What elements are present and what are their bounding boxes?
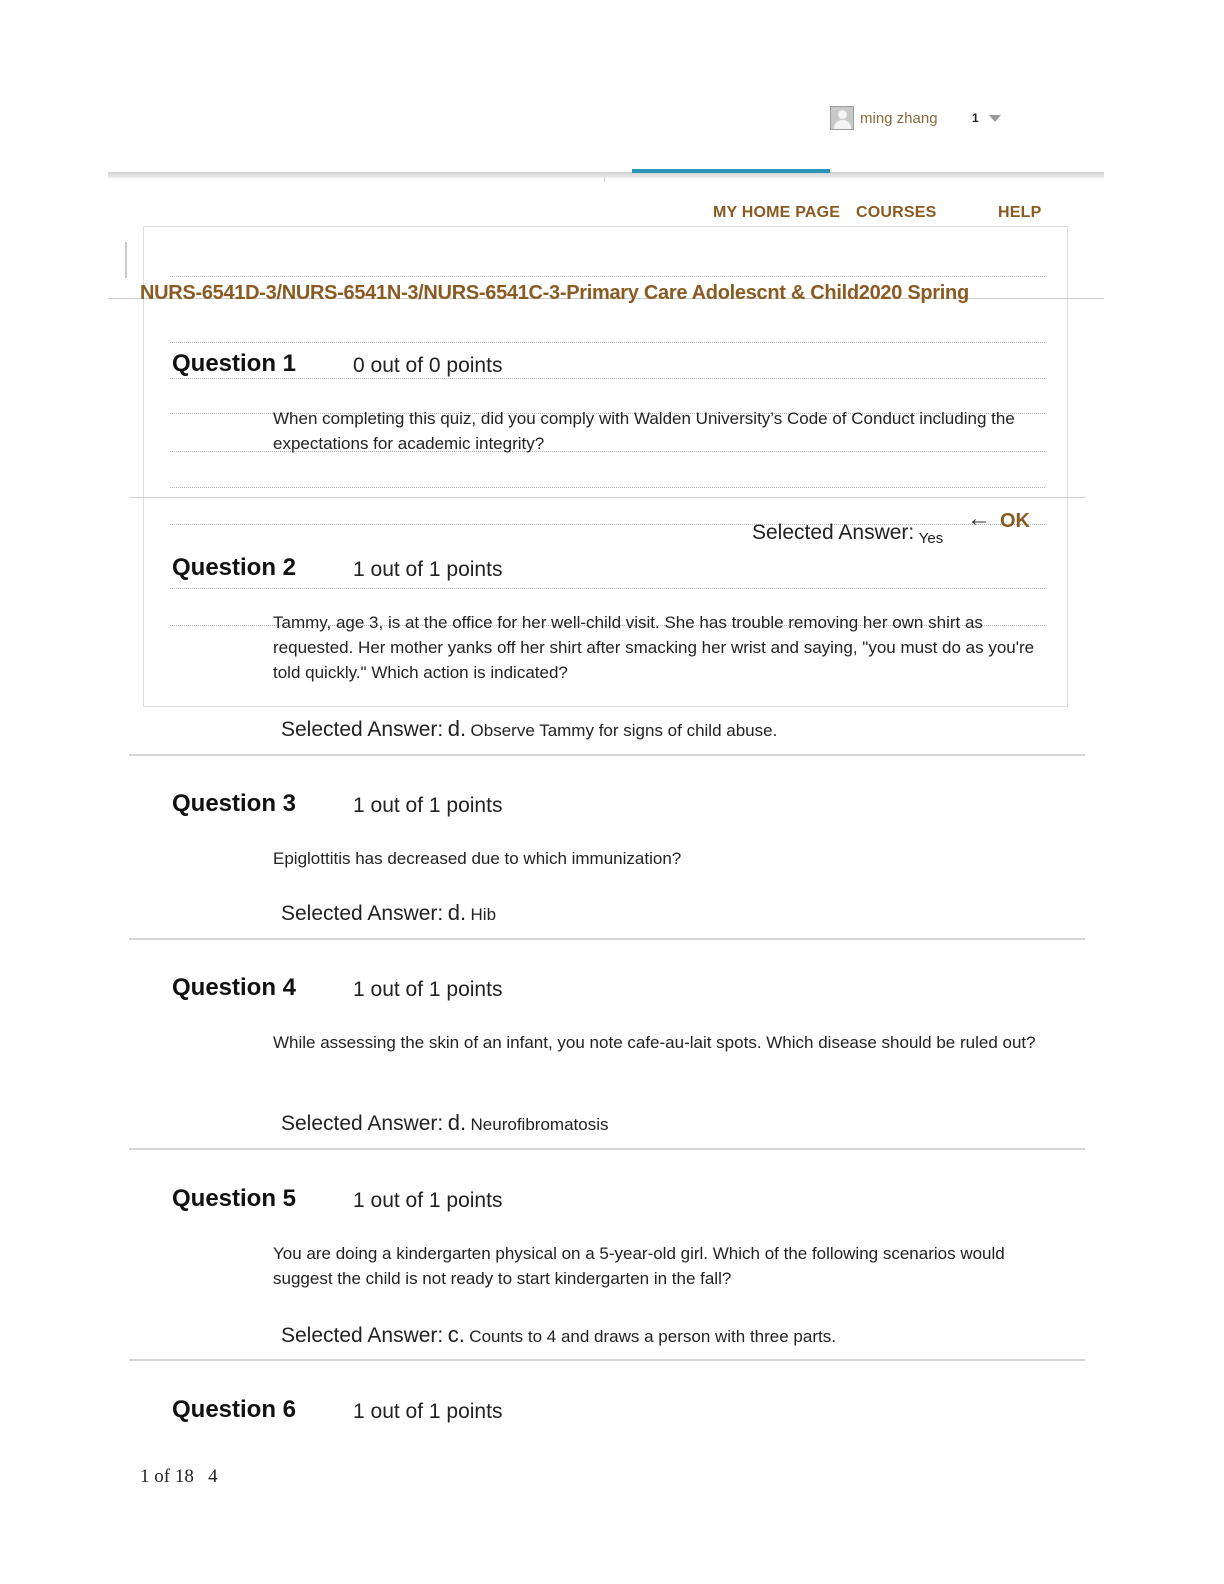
selected-answer: Selected Answer: d. Observe Tammy for si… <box>281 716 777 742</box>
left-arrow-icon: ← <box>967 505 991 532</box>
dotted-rule <box>170 276 1045 277</box>
answer-label: Selected Answer: <box>281 718 444 741</box>
notification-count[interactable]: 1 <box>972 111 979 125</box>
answer-value: Observe Tammy for signs of child abuse. <box>470 721 778 740</box>
question-score: 1 out of 1 points <box>353 558 503 581</box>
dotted-rule <box>170 625 1045 626</box>
nav-my-home-page[interactable]: MY HOME PAGE <box>713 204 841 221</box>
question-score: 1 out of 1 points <box>353 794 503 817</box>
top-bar-divider <box>604 172 605 182</box>
question-title: Question 5 <box>172 1185 297 1212</box>
nav-help[interactable]: HELP <box>998 204 1042 221</box>
question-text: Epiglottitis has decreased due to which … <box>273 849 682 868</box>
dotted-rule <box>170 524 1045 525</box>
question-divider <box>129 1148 1085 1150</box>
question-title: Question 6 <box>172 1396 297 1423</box>
question-text: When completing this quiz, did you compl… <box>273 409 1015 453</box>
question-score: 1 out of 1 points <box>353 1189 503 1212</box>
question-text: While assessing the skin of an infant, y… <box>273 1033 1036 1052</box>
page-indicator: 1 of 18 4 <box>140 1466 218 1487</box>
question-score: 0 out of 0 points <box>353 354 503 377</box>
answer-letter: d. <box>447 900 467 925</box>
dotted-rule <box>170 413 1045 414</box>
course-title[interactable]: NURS-6541D-3/NURS-6541N-3/NURS-6541C-3-P… <box>140 282 969 304</box>
question-score: 1 out of 1 points <box>353 978 503 1001</box>
answer-letter: c. <box>447 1322 465 1347</box>
question-text: You are doing a kindergarten physical on… <box>273 1244 1005 1288</box>
content-frame <box>143 226 1068 707</box>
user-name: ming zhang <box>860 109 938 127</box>
answer-label: Selected Answer: <box>281 1112 444 1135</box>
question-title: Question 3 <box>172 790 297 817</box>
nav-courses[interactable]: COURSES <box>856 204 937 221</box>
dotted-rule <box>170 588 1045 589</box>
course-divider <box>108 298 1104 299</box>
selected-answer: Selected Answer: d. Neurofibromatosis <box>281 1110 608 1136</box>
answer-letter: d. <box>447 1110 467 1135</box>
selected-answer: Selected Answer: d. Hib <box>281 900 496 926</box>
question-score: 1 out of 1 points <box>353 1400 503 1423</box>
selected-answer: Selected Answer: Yes <box>752 521 944 547</box>
answer-label: Selected Answer: <box>281 902 444 925</box>
dotted-rule <box>170 487 1045 488</box>
question-divider <box>129 754 1085 756</box>
question-title: Question 4 <box>172 974 297 1001</box>
answer-value: Neurofibromatosis <box>470 1115 609 1134</box>
dotted-rule <box>170 342 1045 343</box>
question-text: Tammy, age 3, is at the office for her w… <box>273 613 1035 682</box>
top-bar <box>108 172 1104 178</box>
dotted-rule <box>170 378 1045 379</box>
question-title: Question 2 <box>172 554 297 581</box>
answer-label: Selected Answer: <box>752 521 915 544</box>
question-title: Question 1 <box>172 350 297 377</box>
user-menu[interactable]: ming zhang <box>830 106 938 130</box>
answer-value: Hib <box>470 905 497 924</box>
answer-value: Yes <box>918 530 944 547</box>
chevron-down-icon[interactable] <box>989 115 1001 122</box>
frame-edge <box>125 242 127 278</box>
selected-answer: Selected Answer: c. Counts to 4 and draw… <box>281 1322 836 1348</box>
active-tab-indicator <box>632 169 830 173</box>
avatar-icon <box>830 106 854 130</box>
answer-letter: d. <box>447 716 467 741</box>
answer-value: Counts to 4 and draws a person with thre… <box>469 1327 836 1346</box>
answer-label: Selected Answer: <box>281 1324 444 1347</box>
ok-annotation: OK <box>1000 510 1030 532</box>
section-divider <box>129 497 1085 498</box>
dotted-rule <box>170 451 1045 452</box>
question-divider <box>129 1359 1085 1361</box>
question-divider <box>129 938 1085 940</box>
